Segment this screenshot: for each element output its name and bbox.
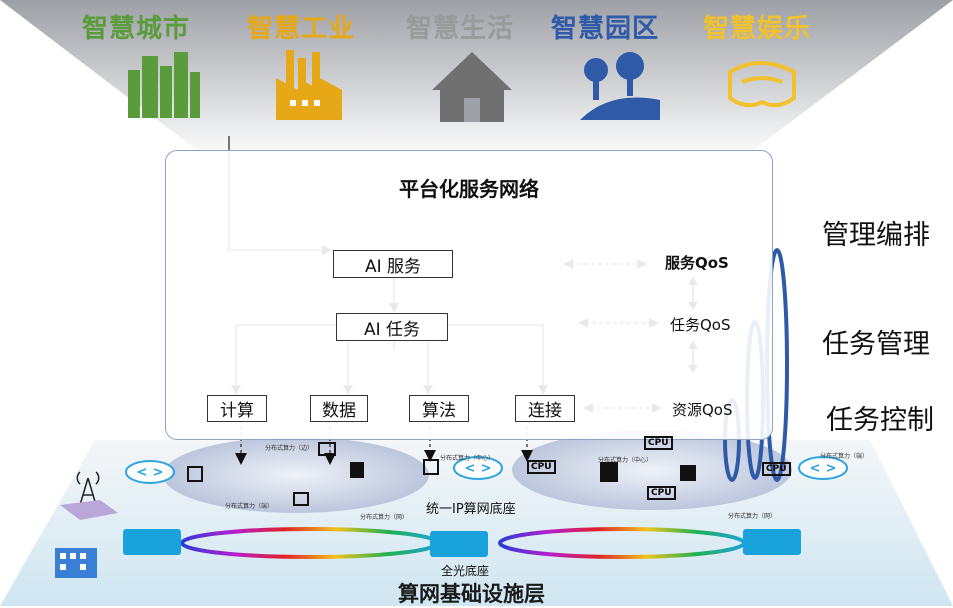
vr-headset-icon	[728, 61, 796, 108]
server-icon	[680, 465, 696, 481]
base-station-pad	[60, 500, 118, 520]
ai-task-box: AI 任务	[336, 313, 448, 341]
function-compute-box: 计算	[207, 395, 267, 422]
cpu-chip-icon: CPU	[527, 460, 556, 474]
category-smart-city: 智慧城市	[82, 14, 191, 44]
compute-end-label: 分布式算力（端）	[225, 503, 274, 510]
ai-service-box: AI 服务	[333, 250, 453, 278]
platform-service-network-panel: 平台化服务网络	[165, 150, 773, 440]
factory-icon	[276, 50, 342, 120]
category-smart-entertainment: 智慧娱乐	[703, 14, 812, 44]
cpu-chip-icon: CPU	[644, 436, 673, 450]
compute-network-label: 分布式算力（网）	[360, 514, 409, 521]
task-qos-label: 任务QoS	[670, 316, 731, 334]
optical-base-label: 全光底座	[441, 564, 490, 578]
edge-compute-disk	[163, 437, 429, 513]
compute-network-label-2: 分布式算力（网）	[728, 513, 777, 520]
category-smart-industry: 智慧工业	[247, 14, 356, 44]
data-center-icon	[55, 548, 97, 578]
center-compute-disk	[512, 430, 792, 510]
task-control-label: 任务控制	[826, 405, 934, 436]
category-smart-park: 智慧园区	[551, 14, 660, 44]
management-orchestration-label: 管理编排	[822, 220, 930, 251]
category-smart-life: 智慧生活	[406, 14, 515, 44]
chip-icon	[187, 466, 203, 482]
chip-icon	[293, 492, 309, 506]
optical-node	[430, 531, 488, 557]
park-trees-icon	[580, 52, 660, 120]
compute-center-label-2: 分布式算力（中心）	[598, 457, 653, 464]
chip-icon	[318, 442, 336, 456]
optical-node	[743, 529, 801, 555]
function-algorithm-box: 算法	[409, 395, 469, 422]
router-icon	[453, 456, 503, 480]
service-qos-label: 服务QoS	[665, 254, 729, 272]
function-data-box: 数据	[310, 395, 368, 422]
home-icon	[432, 52, 512, 122]
antenna-icon	[76, 471, 100, 506]
server-icon	[350, 462, 364, 478]
cpu-chip-icon: CPU	[647, 486, 676, 500]
city-buildings-icon	[128, 52, 200, 118]
unified-ip-base-label: 统一IP算网底座	[426, 502, 516, 517]
server-icon	[600, 462, 618, 482]
optical-node	[123, 529, 181, 555]
router-icon	[125, 460, 175, 484]
chip-icon	[423, 459, 439, 475]
compute-end-label-2: 分布式算力（端）	[820, 453, 869, 460]
cpu-chip-icon: CPU	[762, 462, 791, 476]
resource-qos-label: 资源QoS	[672, 401, 733, 419]
infrastructure-layer-title: 算网基础设施层	[398, 582, 545, 606]
router-icon	[798, 456, 848, 480]
task-management-label: 任务管理	[822, 329, 930, 360]
function-connect-box: 连接	[515, 395, 575, 422]
platform-title: 平台化服务网络	[399, 177, 539, 201]
compute-edge-label: 分布式算力（边）	[265, 445, 314, 452]
compute-center-label: 分布式算力（中心）	[440, 455, 495, 462]
